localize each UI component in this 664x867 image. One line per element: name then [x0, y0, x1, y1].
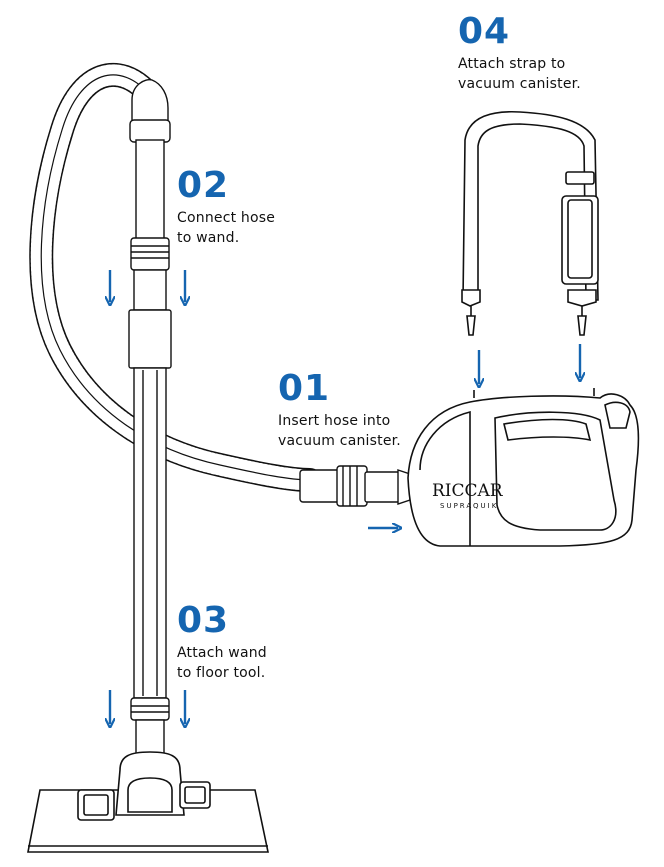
shoulder-strap — [461, 110, 599, 336]
step-number: 04 — [458, 11, 511, 52]
step-text-line: Connect hose — [177, 210, 276, 226]
canister-model: SUPRAQUIK — [440, 502, 498, 510]
step-02-label: 02 Connect hose to wand. — [177, 168, 275, 248]
canister-brand: RICCAR — [432, 481, 504, 501]
step-04-label: 04 Attach strap to vacuum canister. — [458, 14, 581, 94]
step-text-line: Insert hose into — [278, 413, 391, 429]
step-text-line: Attach wand — [177, 645, 267, 661]
direction-arrows — [110, 270, 580, 724]
step-text-line: to floor tool. — [177, 665, 266, 681]
floor-tool — [27, 751, 269, 853]
step-text-line: to wand. — [177, 230, 240, 246]
hose-cuff — [299, 465, 411, 507]
vacuum-canister: RICCAR SUPRAQUIK — [407, 388, 640, 547]
step-number: 01 — [278, 368, 331, 409]
step-text-line: vacuum canister. — [278, 433, 401, 449]
step-number: 03 — [177, 600, 230, 641]
wand — [128, 139, 172, 761]
step-01-label: 01 Insert hose into vacuum canister. — [278, 371, 401, 451]
step-03-label: 03 Attach wand to floor tool. — [177, 603, 267, 683]
flexible-hose — [29, 62, 322, 492]
step-text-line: Attach strap to — [458, 56, 566, 72]
step-text-line: vacuum canister. — [458, 76, 581, 92]
step-number: 02 — [177, 165, 230, 206]
hose-handle — [129, 78, 171, 143]
